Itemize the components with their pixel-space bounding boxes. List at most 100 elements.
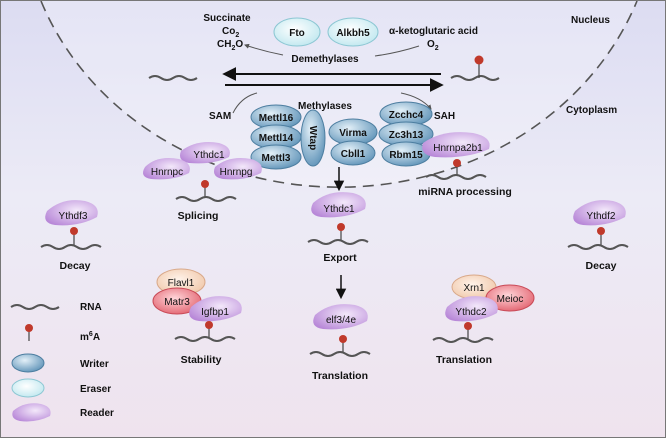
rna-stability	[174, 336, 236, 342]
legend-eraser-label: Eraser	[80, 384, 111, 395]
sah-label: SAH	[434, 111, 455, 122]
decay-left-label: Decay	[60, 260, 91, 272]
reader-elf3-4e	[313, 304, 368, 330]
m6a-stability	[205, 321, 213, 329]
sah-arc	[400, 92, 432, 110]
writer-complex: Mettl16 Mettl14 Mettl3 Wtap Virma Cbll1 …	[250, 101, 434, 170]
writer-cbll1: Cbll1	[341, 149, 366, 160]
m6a-decay-right	[597, 227, 605, 235]
demethylation-product-arrow	[244, 43, 284, 56]
writer-zcchc4: Zcchc4	[389, 110, 424, 121]
reader-hnrnpc	[143, 158, 190, 180]
legend-writer-swatch	[11, 353, 45, 373]
ch2o-label: CH2O	[217, 39, 243, 52]
reader-ythdf3	[45, 200, 98, 226]
reader-hnrnpa2b1-label: Hnrnpa2b1	[433, 143, 483, 154]
m6a-mirna	[453, 159, 461, 167]
stability-label: Stability	[181, 354, 222, 366]
reader-ythdc1-export-label: Ythdc1	[323, 204, 355, 215]
translation-mid-group: elf3/4e Translation	[309, 304, 371, 382]
rna-export	[307, 239, 369, 245]
cytoplasm-label: Cytoplasm	[566, 105, 617, 116]
reader-igfbp1-label: Igfbp1	[201, 307, 229, 318]
akg-label: α-ketoglutaric acid	[389, 26, 478, 37]
eraser-fto-label: Fto	[289, 28, 305, 39]
writer-zc3h13: Zc3h13	[389, 130, 424, 141]
reader-flavl1-label: Flavl1	[168, 278, 195, 289]
reader-ythdc1-splicing-label: Ythdc1	[193, 150, 225, 161]
writer-virma: Virma	[339, 128, 367, 139]
reader-elf3-4e-label: elf3/4e	[326, 315, 356, 326]
reader-meioc-label: Meioc	[497, 294, 524, 305]
rna-translation-right	[432, 337, 494, 343]
translation-right-group: Xrn1 Meioc Ythdc2 Translation	[432, 274, 535, 366]
export-group: Ythdc1 Export	[307, 192, 369, 264]
akg-input-arc	[374, 45, 420, 57]
reader-ythdc2	[445, 296, 498, 322]
decay-right-label: Decay	[586, 260, 617, 272]
reader-matr3-label: Matr3	[164, 297, 190, 308]
reader-hnrnpc-label: Hnrnpc	[151, 167, 183, 178]
writer-mettl14: Mettl14	[259, 133, 294, 144]
legend-m6a-label: m6A	[80, 331, 100, 343]
rna-splicing	[175, 196, 237, 202]
methylases-title: Methylases	[298, 101, 352, 112]
legend-rna-label: RNA	[80, 302, 102, 313]
sam-label: SAM	[209, 111, 231, 122]
rna-unmethylated	[148, 75, 198, 81]
translation-mid-label: Translation	[312, 370, 368, 382]
rna-decay-right	[567, 244, 629, 250]
eraser-alkbh5-label: Alkbh5	[336, 28, 370, 39]
legend-eraser-swatch	[11, 378, 45, 398]
o2-label: O2	[427, 39, 439, 52]
legend-writer-label: Writer	[80, 359, 109, 370]
splicing-label: Splicing	[178, 210, 219, 222]
writer-mettl16: Mettl16	[259, 113, 294, 124]
demethylases-title: Demethylases	[291, 54, 359, 65]
reader-ythdc1-export	[311, 192, 366, 218]
stability-group: Flavl1 Matr3 Igfbp1 Stability	[152, 268, 242, 366]
writer-rbm15: Rbm15	[389, 150, 423, 161]
m6a-export	[337, 223, 345, 231]
decay-left-group: Ythdf3 Decay	[40, 200, 102, 272]
reader-hnrnpg-label: Hnrnpg	[220, 167, 253, 178]
mirna-group: Hnrnpa2b1 miRNA processing	[418, 132, 512, 198]
reader-hnrnpg	[214, 158, 262, 180]
reader-igfbp1	[189, 296, 242, 322]
rna-translation-mid	[309, 351, 371, 357]
m6a-translation-right	[464, 322, 472, 330]
legend-reader-swatch	[12, 403, 51, 422]
m6a-translation-mid	[339, 335, 347, 343]
reader-hnrnpa2b1	[422, 132, 490, 158]
reader-ythdf3-label: Ythdf3	[59, 211, 88, 222]
succinate-label: Succinate	[203, 13, 251, 24]
m6a-decay-left	[70, 227, 78, 235]
reader-xrn1-label: Xrn1	[463, 283, 485, 294]
nucleus-label: Nucleus	[571, 15, 610, 26]
decay-right-group: Ythdf2 Decay	[567, 200, 629, 272]
splicing-group: Ythdc1 Hnrnpc Hnrnpg Splicing	[143, 142, 262, 222]
m6a-splicing	[201, 180, 209, 188]
legend: RNA m6A Writer Eraser Reader	[10, 302, 114, 422]
legend-rna-swatch	[10, 304, 60, 310]
sam-arc	[232, 92, 258, 114]
m6a-mark	[474, 55, 484, 65]
reader-ythdf2-label: Ythdf2	[587, 211, 616, 222]
co2-label: Co2	[222, 26, 239, 39]
rna-methylated	[450, 75, 500, 81]
translation-right-label: Translation	[436, 354, 492, 366]
mirna-label: miRNA processing	[418, 186, 512, 198]
export-label: Export	[323, 252, 357, 264]
eraser-fto	[273, 17, 321, 47]
writer-mettl3: Mettl3	[262, 153, 291, 164]
eraser-alkbh5	[327, 17, 379, 47]
rna-decay-left	[40, 244, 102, 250]
reader-ythdc1-splicing	[180, 142, 230, 164]
legend-m6a-swatch	[25, 324, 33, 332]
writer-wtap: Wtap	[307, 126, 318, 150]
reader-ythdf2	[573, 200, 626, 226]
legend-reader-label: Reader	[80, 408, 114, 419]
rna-mirna	[425, 174, 487, 180]
